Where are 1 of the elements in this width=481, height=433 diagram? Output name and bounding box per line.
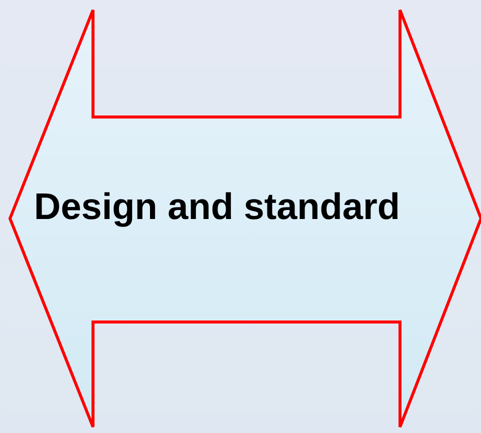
shape-label: Design and standard <box>34 186 400 228</box>
